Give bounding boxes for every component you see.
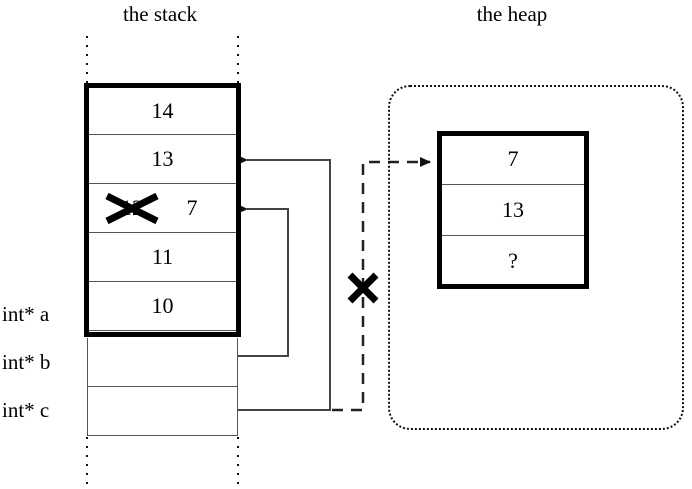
stack-cell-2-new-value: 7 [186,195,198,220]
heap-cell-1: 13 [440,185,586,236]
stack-cell-2: 12 7 [87,184,238,233]
heap-cell-0: 7 [440,134,586,185]
stack-cell-0: 14 [87,86,238,135]
heap-region-boundary [388,85,684,430]
variable-label-b: int* b [2,350,51,374]
variable-label-a: int* a [2,302,50,326]
stack-cell-1: 13 [87,135,238,184]
crossed-out-x-icon [105,192,159,225]
stack-cell-4: 10 [87,282,238,331]
stack-pointer-row-b [87,338,238,387]
invalidated-pointer-x-icon [347,272,379,304]
stack-pointer-row-c [87,387,238,436]
heap-cell-2: ? [440,236,586,287]
stack-cell-3: 11 [87,233,238,282]
stack-title: the stack [122,2,198,26]
heap-title: the heap [476,2,548,26]
variable-label-c: int* c [2,398,50,422]
